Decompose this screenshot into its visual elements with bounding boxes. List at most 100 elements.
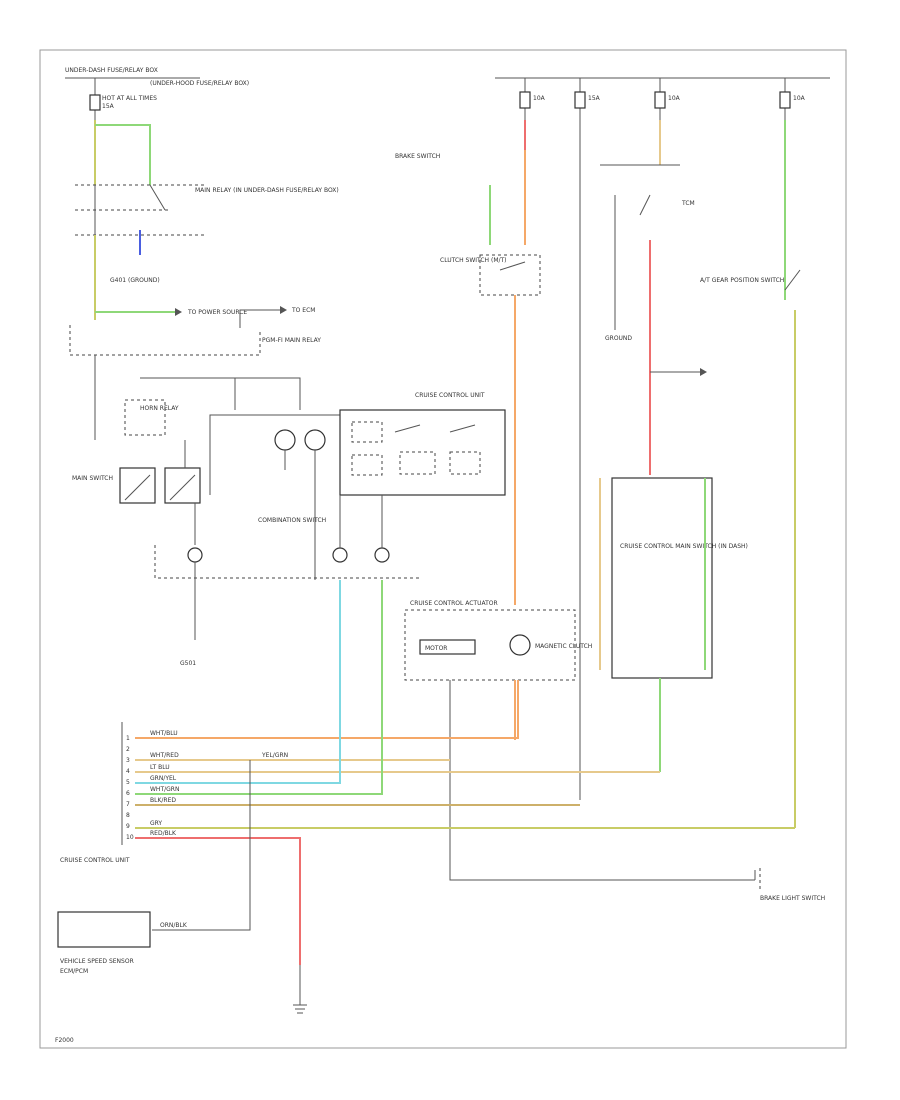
right-relay-contacts [614,194,651,330]
label-bottom-left-1: CRUISE CONTROL UNIT [60,857,130,864]
cruise-control-unit [339,409,506,496]
label-center-motor: MOTOR [425,645,447,652]
wire-row-5-green [135,580,383,795]
fuse-1-size: 15A [102,103,115,110]
wire-label-7: BLK/RED [150,797,176,804]
fuse-4 [574,91,586,109]
combo-lamp-2 [304,429,326,451]
label-bottom-right: BRAKE LIGHT SWITCH [760,895,825,902]
horn-box [124,399,166,436]
label-ground-left: G401 (GROUND) [110,277,160,284]
wire-label-5: GRN/YEL [150,775,177,782]
pin-4: 4 [126,768,130,775]
label-bottom-mid: GROUND [605,335,632,342]
label-top-left-block: UNDER-DASH FUSE/RELAY BOX [65,67,158,74]
actuator-box [404,609,576,681]
label-center-clutch: MAGNETIC CLUTCH [535,643,592,650]
label-top-left-sub: (UNDER-HOOD FUSE/RELAY BOX) [150,80,249,87]
wire-to-ecm [239,309,280,328]
main-switch-1 [119,467,156,504]
label-bottom-box-tag: ECM/PCM [60,968,88,975]
label-pgm-unit: PGM-FI MAIN RELAY [262,337,321,344]
label-switch-left: MAIN SWITCH [72,475,113,482]
unit-switches [394,424,476,433]
label-right-unit-2: A/T GEAR POSITION SWITCH [700,277,784,284]
wire-center-ground [449,680,700,881]
wire-left-green [95,124,151,185]
main-switch-contacts [124,474,196,501]
fuse-2-size: 10A [668,95,681,102]
control-unit-dash [69,325,261,356]
pin-mid [332,547,348,563]
unit-sub-1 [351,421,383,443]
wire-label-8: GRY [150,820,162,827]
arrow-left-2 [280,306,287,314]
label-right-relay: TCM [681,200,695,207]
pin-1: 1 [126,735,130,742]
wire-label-3: YEL/GRN [261,752,288,759]
label-control-unit: CRUISE CONTROL UNIT [415,392,485,399]
label-combo-unit: COMBINATION SWITCH [258,517,326,524]
wire-row-1-orange [135,680,519,739]
diagram-frame [39,49,847,1049]
label-horn: HORN RELAY [140,405,179,412]
main-switch-2 [164,467,201,504]
connector-row-dash [154,545,420,579]
fuse-4-size: 15A [588,95,601,102]
right-switch [784,269,801,291]
arrow-right [700,368,707,376]
ecm-box [57,911,151,948]
pin-left [187,547,203,563]
brake-light-lead [700,870,756,881]
pin-right [374,547,390,563]
combo-top-wire [140,377,301,410]
wire-row-2-drop [152,760,251,931]
pin-8: 8 [126,812,130,819]
actuator-clutch [509,634,531,656]
combo-frame [209,414,341,495]
label-ground-mid: G501 [180,660,196,667]
fuse-3-size: 10A [533,95,546,102]
fuse-3 [519,91,531,109]
label-brake-sw: BRAKE SWITCH [395,153,440,160]
clutch-contact [499,261,526,271]
arrow-left-1 [175,308,182,316]
clutch-switch-box [479,254,541,296]
main-switch-leads [184,440,196,545]
combo-lamp-1 [274,429,296,451]
fuse-2 [654,91,666,109]
combo-lamp-leads [284,450,316,580]
wire-row-4-cyan [135,580,341,784]
label-right-unit: CRUISE CONTROL MAIN SWITCH (IN DASH) [620,543,748,550]
pin-5: 5 [126,779,130,786]
wire-label-9: RED/BLK [150,830,177,837]
label-to-left: TO POWER SOURCE [187,309,247,316]
pin-3: 3 [126,757,130,764]
label-center-conn: CRUISE CONTROL ACTUATOR [410,600,498,607]
pin-6: 6 [126,790,130,797]
fuse-1-tag: HOT AT ALL TIMES [102,95,157,102]
actuator-motor [419,639,476,655]
unit-sub-2 [351,454,383,476]
wire-label-6: WHT/GRN [150,786,179,793]
fuse-5 [779,91,791,109]
unit-sub-3 [399,451,436,475]
pin-2: 2 [126,746,130,753]
unit-sub-4 [449,451,481,475]
wire-label-10: ORN/BLK [160,922,188,929]
fuse-1 [89,94,101,111]
fuse-5-size: 10A [793,95,806,102]
pin-9: 9 [126,823,130,830]
pin-7: 7 [126,801,130,808]
label-clutch-sw: CLUTCH SWITCH (M/T) [440,257,507,264]
label-to-left-2: TO ECM [291,307,315,314]
pin-10: 10 [126,834,134,841]
footer-code: F2000 [55,1037,74,1044]
label-bottom-left-2: VEHICLE SPEED SENSOR [60,958,134,965]
wire-label-2: WHT/RED [150,752,179,759]
ground-symbol [293,1004,307,1014]
wire-label-4: LT BLU [150,764,170,771]
wire-row-8-red [135,837,301,965]
label-relay-left: MAIN RELAY (IN UNDER-DASH FUSE/RELAY BOX… [195,187,339,194]
